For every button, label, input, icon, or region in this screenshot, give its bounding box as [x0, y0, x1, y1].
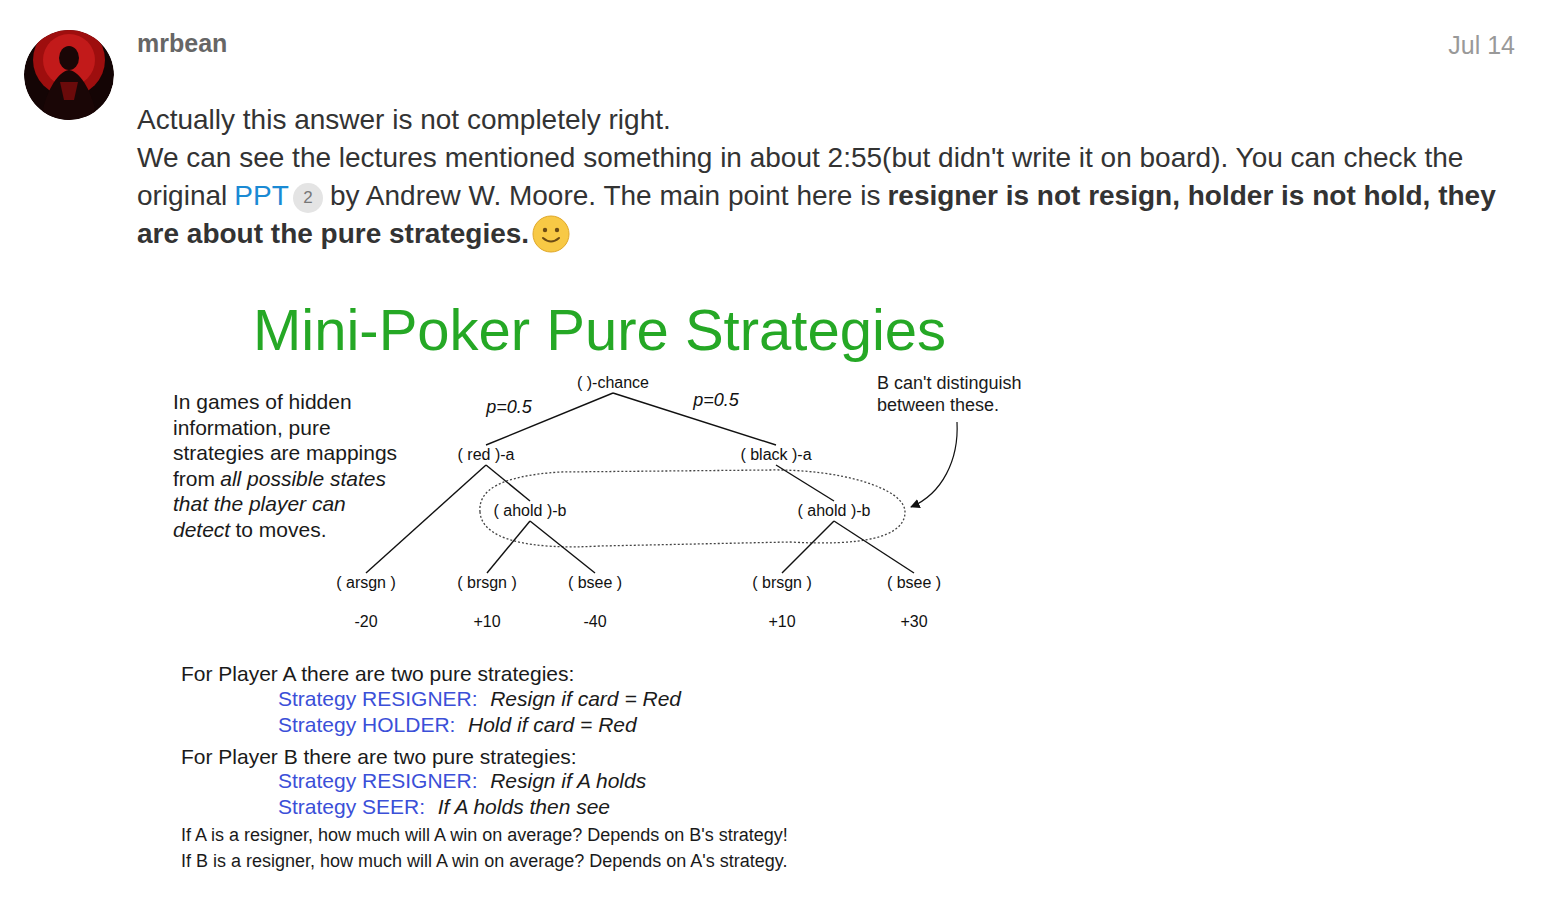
tree-edge: [486, 465, 530, 501]
strategy-line: Strategy SEER: If A holds then see: [278, 794, 610, 820]
node-label: ( brsgn ): [752, 574, 812, 592]
post-date: Jul 14: [1448, 31, 1515, 59]
strategy-heading: For Player A there are two pure strategi…: [181, 662, 574, 685]
avatar-cloak: [40, 70, 98, 125]
emoji-face: [533, 216, 569, 252]
payoff-value: -40: [568, 613, 622, 631]
avatar: [24, 24, 114, 125]
chance-node: ( )-chance: [573, 373, 653, 393]
player-a-node: ( red )-a: [454, 445, 519, 465]
payoff-value: +10: [457, 613, 517, 631]
slide-note: In games of hidden information, pure str…: [173, 389, 403, 543]
strategy-rule: Resign if A holds: [490, 769, 646, 792]
probability-label: p=0.5: [484, 397, 534, 417]
note-text: to moves.: [235, 518, 326, 541]
strategy-name: Strategy RESIGNER:: [278, 769, 478, 792]
question-text: If B is a resigner, how much will A win …: [181, 851, 787, 871]
leaf-node: ( brsgn ) +10: [748, 573, 816, 632]
question-line: If A is a resigner, how much will A win …: [181, 823, 788, 847]
node-label: ( bsee ): [568, 574, 622, 592]
strategy-rule: Resign if card = Red: [490, 687, 681, 710]
tree-edge: [834, 521, 914, 573]
username: mrbean: [137, 29, 227, 57]
emoji-eye: [555, 227, 559, 231]
node-label: ( black )-a: [740, 446, 811, 464]
node-label: ( ahold )-b: [494, 502, 567, 520]
strategy-line: Strategy RESIGNER: Resign if A holds: [278, 768, 646, 794]
tree-edge: [530, 521, 595, 573]
node-label: ( ahold )-b: [798, 502, 871, 520]
slide-title: Mini-Poker Pure Strategies: [253, 297, 946, 363]
leaf-node: ( bsee ) +30: [883, 573, 945, 632]
node-label: ( )-chance: [577, 374, 649, 392]
node-label: ( bsee ): [887, 574, 941, 592]
payoff-value: +10: [752, 613, 812, 631]
strategy-name: Strategy RESIGNER:: [278, 687, 478, 710]
payoff-value: +30: [887, 613, 941, 631]
avatar-detail: [60, 82, 78, 100]
tree-edge: [487, 521, 530, 573]
callout-text: B can't distinguish between these.: [877, 373, 1022, 415]
post-author: mrbean: [137, 29, 227, 57]
question-text: If A is a resigner, how much will A win …: [181, 825, 788, 845]
information-set-outline: [480, 470, 905, 547]
callout-leader: [911, 422, 957, 507]
tree-edge: [776, 465, 834, 501]
link-text: PPT: [234, 180, 288, 211]
player-b-node: ( ahold )-b: [490, 501, 571, 521]
strategy-name: Strategy HOLDER:: [278, 713, 455, 736]
emoji-eye: [543, 227, 547, 231]
smile-emoji: [531, 214, 571, 254]
node-label: ( brsgn ): [457, 574, 517, 592]
strategy-heading: For Player B there are two pure strategi…: [181, 744, 577, 770]
strategy-rule: Hold if card = Red: [468, 713, 637, 736]
strategy-name: Strategy SEER:: [278, 795, 425, 818]
strategy-rule: If A holds then see: [438, 795, 610, 818]
badge-number: 2: [293, 183, 323, 213]
strategy-line: Strategy HOLDER: Hold if card = Red: [278, 712, 637, 738]
count-badge: 2: [293, 183, 323, 213]
leaf-node: ( brsgn ) +10: [453, 573, 521, 632]
player-a-node: ( black )-a: [736, 445, 815, 465]
post-text: Actually this answer is not completely r…: [137, 101, 1522, 139]
strategy-line: Strategy RESIGNER: Resign if card = Red: [278, 686, 681, 712]
emoji-smile: [543, 238, 559, 242]
leaf-node: ( bsee ) -40: [564, 573, 626, 632]
node-label: ( red )-a: [458, 446, 515, 464]
question-line: If B is a resigner, how much will A win …: [181, 849, 787, 873]
leaf-node: ( arsgn ) -20: [332, 573, 400, 632]
tree-edge: [782, 521, 834, 573]
post-body: Actually this answer is not completely r…: [137, 101, 1522, 253]
post-date: Jul 14: [1448, 31, 1515, 59]
node-label: ( arsgn ): [336, 574, 396, 592]
payoff-value: -20: [336, 613, 396, 631]
player-b-node: ( ahold )-b: [794, 501, 875, 521]
strategy-heading: For Player A there are two pure strategi…: [181, 661, 574, 687]
post-text: by Andrew W. Moore. The main point here …: [330, 180, 880, 211]
avatar-head: [59, 46, 79, 70]
callout: B can't distinguish between these.: [877, 372, 1037, 416]
probability-label: p=0.5: [691, 390, 741, 410]
strategy-heading: For Player B there are two pure strategi…: [181, 745, 577, 768]
